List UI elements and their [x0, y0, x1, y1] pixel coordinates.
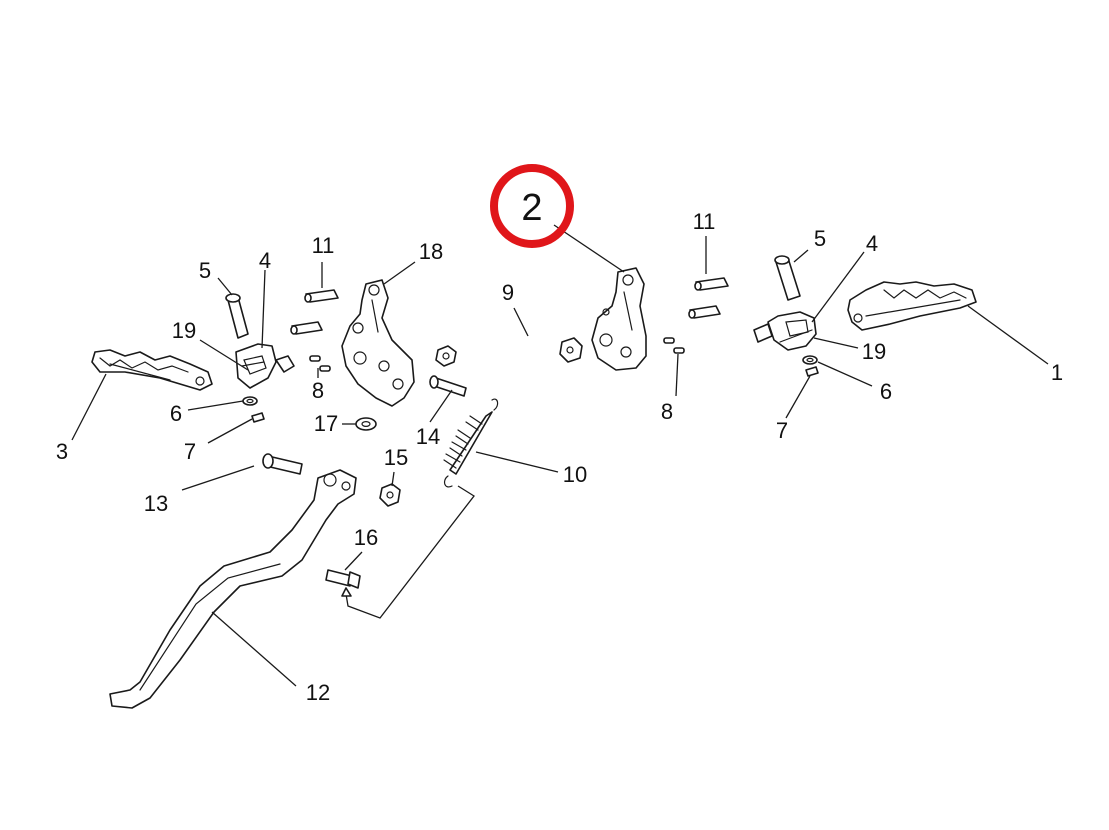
spring-hook-bolt [325, 569, 361, 589]
callout-right-19: 19 [862, 339, 886, 364]
highlight-ring [490, 164, 574, 248]
callout-left-12: 12 [306, 680, 330, 705]
callout-left-7: 7 [184, 439, 196, 464]
callout-left-13: 13 [144, 491, 168, 516]
right-footpeg [847, 281, 977, 331]
right-pin-lower [688, 305, 721, 319]
left-cotter-pin [251, 412, 265, 423]
stand-bolt [429, 375, 467, 397]
callout-left-5: 5 [199, 258, 211, 283]
callout-right-5: 5 [814, 226, 826, 251]
left-small-pins [309, 355, 331, 372]
callout-left-10: 10 [563, 462, 587, 487]
callout-right-7: 7 [776, 418, 788, 443]
return-spring [443, 398, 499, 488]
side-stand [109, 469, 357, 709]
stand-washer [355, 417, 377, 431]
callout-left-8: 8 [312, 378, 324, 403]
callout-right-1: 1 [1051, 360, 1063, 385]
right-footpeg-bracket [753, 311, 817, 351]
callout-left-15: 15 [384, 445, 408, 470]
callout-left-3: 3 [56, 439, 68, 464]
callout-left-14: 14 [416, 424, 440, 449]
right-small-pins [663, 337, 685, 354]
callout-right-11: 11 [693, 209, 716, 234]
left-pin-lower [290, 321, 323, 335]
callout-left-18: 18 [419, 239, 443, 264]
callout-right-9: 9 [502, 280, 514, 305]
callout-left-16: 16 [354, 525, 378, 550]
right-nut [559, 337, 583, 363]
callout-right-4: 4 [866, 231, 878, 256]
left-pin-upper [304, 289, 339, 303]
callout-left-6: 6 [170, 401, 182, 426]
callout-left-4: 4 [259, 248, 271, 273]
left-footpeg [91, 349, 213, 391]
callout-right-8: 8 [661, 399, 673, 424]
stand-nut [379, 483, 401, 507]
callout-right-6: 6 [880, 379, 892, 404]
callout-left-11: 11 [312, 233, 335, 258]
callout-left-17: 17 [314, 411, 338, 436]
left-pivot-pin [225, 293, 249, 339]
right-cotter-pin [805, 366, 819, 377]
right-hanger-bracket-highlighted [591, 267, 647, 371]
left-washer [242, 396, 258, 406]
left-footpeg-bracket [235, 343, 295, 389]
callout-numbers: 5 4 11 18 19 8 6 3 7 17 14 13 15 10 16 1… [56, 209, 1063, 705]
leader-lines [71, 224, 1049, 687]
stand-pivot-bolt [262, 453, 303, 475]
callout-left-19: 19 [172, 318, 196, 343]
right-pin-upper [694, 277, 729, 291]
right-pivot-pin [774, 255, 801, 301]
highlight-callout-number: 2 [521, 187, 542, 229]
right-washer [802, 355, 818, 365]
left-nut [435, 345, 457, 367]
left-hanger-bracket [341, 279, 415, 407]
